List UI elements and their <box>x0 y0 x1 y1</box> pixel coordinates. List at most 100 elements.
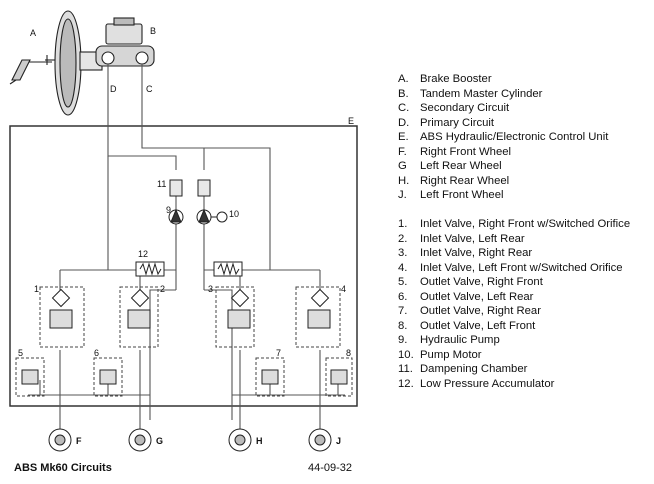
legend-key: 10. <box>398 348 414 361</box>
wheel-f <box>48 428 72 452</box>
tag-g: G <box>156 436 163 446</box>
tandem-master-cylinder <box>95 17 155 67</box>
tag-6: 6 <box>94 348 99 358</box>
legend-text: Inlet Valve, Right Rear <box>420 247 533 259</box>
legend-key: B. <box>398 87 409 100</box>
tag-4: 4 <box>341 284 346 294</box>
tag-c: C <box>146 84 153 94</box>
legend-key: G <box>398 160 407 172</box>
legend-text: Outlet Valve, Right Rear <box>420 305 541 317</box>
hydraulic-lines <box>28 64 345 430</box>
legend-row: J.Left Front Wheel <box>398 188 608 203</box>
legend-key: D. <box>398 116 410 129</box>
legend-row: 4. Inlet Valve, Left Front w/Switched Ori… <box>398 261 630 276</box>
figure-number: 44-09-32 <box>308 462 353 474</box>
legend-key: 3. <box>398 247 408 259</box>
low-pressure-accumulator <box>135 261 243 277</box>
legend-text: Brake Booster <box>420 73 492 85</box>
legend-row: B. Tandem Master Cylinder <box>398 87 608 102</box>
legend-row: 7. Outlet Valve, Right Rear <box>398 304 630 319</box>
tag-h: H <box>256 436 263 446</box>
legend-key: 1. <box>398 218 408 230</box>
legend-text: Right Rear Wheel <box>420 174 510 187</box>
legend-row: E. ABS Hydraulic/Electronic Control Unit <box>398 130 608 145</box>
legend-text: Outlet Valve, Left Rear <box>420 290 534 303</box>
legend-row: 5. Outlet Valve, Right Front <box>398 275 630 290</box>
legend-row: G Left Rear Wheel <box>398 159 608 174</box>
tag-f: F <box>76 436 82 446</box>
legend-letters: A. Brake Booster B. Tandem Master Cylinder… <box>398 72 608 203</box>
legend-key: H. <box>398 174 410 187</box>
figure-caption: ABS Mk60 Circuits <box>14 462 112 474</box>
tag-9: 9 <box>166 205 171 215</box>
wheel-g <box>128 428 152 452</box>
dampening-chamber <box>169 179 211 197</box>
legend-key: 2. <box>398 232 408 245</box>
legend-row: C. Secondary Circuit <box>398 101 608 116</box>
outlet-valve-6 <box>93 357 123 397</box>
legend-text: Outlet Valve, Left Front <box>420 319 536 332</box>
tag-5: 5 <box>18 348 23 358</box>
legend-row: 3. Inlet Valve, Right Rear <box>398 246 630 261</box>
legend-row: 1. Inlet Valve, Right Front w/Switched Or… <box>398 217 630 232</box>
tag-1: 1 <box>34 284 39 294</box>
abs-control-unit-box <box>9 125 358 407</box>
tag-7: 7 <box>276 348 281 358</box>
legend-key: 5. <box>398 276 408 288</box>
legend-row: 10. Pump Motor <box>398 348 630 363</box>
legend-row: F. Right Front Wheel <box>398 145 608 160</box>
tag-d: D <box>110 84 117 94</box>
brake-booster <box>45 10 103 116</box>
legend-row: 12. Low Pressure Accumulator <box>398 377 630 392</box>
legend-key: C. <box>398 102 410 114</box>
inlet-valve-3 <box>215 286 255 348</box>
legend-key: J. <box>398 189 407 201</box>
legend-text: Hydraulic Pump <box>420 334 500 346</box>
legend-text: Tandem Master Cylinder <box>420 87 543 100</box>
legend-row: 9. Hydraulic Pump <box>398 333 630 348</box>
tag-j: J <box>336 436 341 446</box>
legend-key: E. <box>398 131 409 143</box>
legend-text: Outlet Valve, Right Front <box>420 276 543 288</box>
legend-row: 2. Inlet Valve, Left Rear <box>398 232 630 247</box>
legend-text: Right Front Wheel <box>420 145 512 158</box>
tag-b: B <box>150 26 156 36</box>
brake-pedal <box>9 59 52 85</box>
hydraulic-pump <box>168 208 212 225</box>
tag-3: 3 <box>208 284 213 294</box>
legend-text: Low Pressure Accumulator <box>420 377 555 390</box>
tag-10: 10 <box>229 209 239 219</box>
legend-text: Pump Motor <box>420 348 482 361</box>
tag-12: 12 <box>138 249 148 259</box>
tag-e: E <box>348 116 354 126</box>
legend-text: Secondary Circuit <box>420 102 510 114</box>
outlet-valve-7 <box>255 357 285 397</box>
legend-text: ABS Hydraulic/Electronic Control Unit <box>420 131 609 143</box>
legend-row: 6.Outlet Valve, Left Rear <box>398 290 630 305</box>
legend-text: Inlet Valve, Left Front w/Switched Orifi… <box>420 261 623 274</box>
wheel-h <box>228 428 252 452</box>
pump-motor <box>211 211 228 223</box>
legend-key: A. <box>398 73 409 85</box>
inlet-valve-4 <box>295 286 341 348</box>
legend-text: Inlet Valve, Right Front w/Switched Orif… <box>420 218 631 230</box>
legend-row: 8. Outlet Valve, Left Front <box>398 319 630 334</box>
legend-key: 11. <box>398 363 413 375</box>
legend-numbers: 1. Inlet Valve, Right Front w/Switched Or… <box>398 217 630 391</box>
legend-key: 4. <box>398 261 408 274</box>
legend-key: 9. <box>398 334 408 346</box>
legend-row: H. Right Rear Wheel <box>398 174 608 189</box>
tag-11: 11 <box>157 179 166 189</box>
legend-row: D.Primary Circuit <box>398 116 608 131</box>
legend-key: 12. <box>398 377 414 390</box>
inlet-valve-2 <box>119 286 159 348</box>
wheel-j <box>308 428 332 452</box>
legend-text: Dampening Chamber <box>420 363 528 375</box>
tag-2: 2 <box>160 284 165 294</box>
legend-key: 7. <box>398 305 408 317</box>
legend-key: 8. <box>398 319 408 332</box>
legend-key: F. <box>398 145 407 158</box>
legend-text: Inlet Valve, Left Rear <box>420 232 525 245</box>
legend-text: Left Rear Wheel <box>420 160 502 172</box>
